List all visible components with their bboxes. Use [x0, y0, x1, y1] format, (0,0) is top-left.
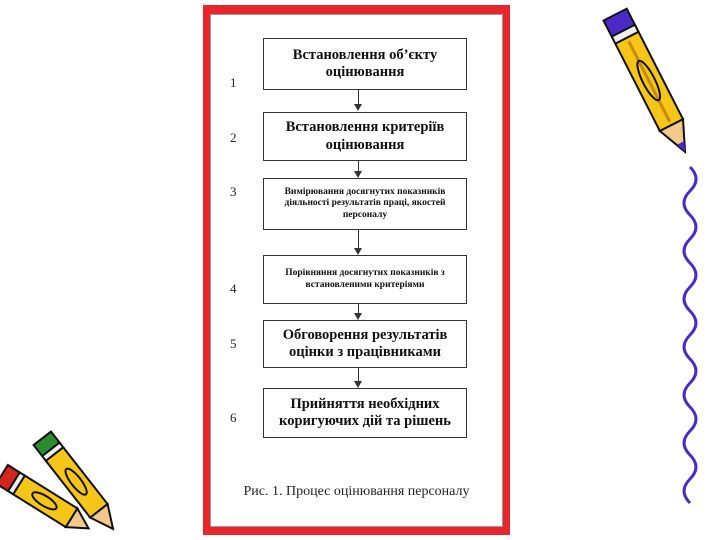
- step-label-4: Порівняння досягнутих показників з встан…: [285, 268, 445, 290]
- arrow-head-icon: [354, 171, 362, 178]
- pencil-icon: [602, 7, 687, 155]
- figure-caption: Рис. 1. Процес оцінювання персоналу: [243, 484, 470, 499]
- step-number-2: 2: [230, 130, 237, 145]
- step-label-3: Вимірювання досягнутих показників діяльн…: [284, 186, 446, 220]
- arrow-head-icon: [354, 104, 362, 111]
- step-label-5: Обговорення результатів оцінки з працівн…: [282, 326, 448, 360]
- arrow-head-icon: [354, 313, 362, 320]
- step-box-5: Обговорення результатів оцінки з працівн…: [263, 320, 467, 368]
- step-number-6: 6: [230, 410, 237, 425]
- arrow-3-4: [358, 230, 359, 248]
- step-number-1: 1: [230, 75, 237, 90]
- step-label-2: Встановлення критеріїв оцінювання: [285, 119, 445, 153]
- step-label-6: Прийняття необхідних коригуючих дій та р…: [279, 395, 451, 429]
- step-box-2: Встановлення критеріїв оцінювання: [263, 112, 467, 161]
- step-label-1: Встановлення об’єкту оцінювання: [292, 46, 438, 80]
- arrow-4-5: [358, 304, 359, 313]
- step-box-6: Прийняття необхідних коригуючих дій та р…: [263, 388, 467, 438]
- arrow-head-icon: [354, 248, 362, 255]
- pencil-icon: [0, 430, 115, 531]
- step-box-4: Порівняння досягнутих показників з встан…: [263, 255, 467, 304]
- step-number-4: 4: [230, 281, 237, 296]
- wavy-line-icon: [682, 165, 698, 505]
- step-box-1: Встановлення об’єкту оцінювання: [263, 38, 467, 90]
- step-number-5: 5: [230, 336, 237, 351]
- arrow-1-2: [358, 90, 359, 104]
- arrow-2-3: [358, 161, 359, 171]
- arrow-head-icon: [354, 381, 362, 388]
- step-number-3: 3: [230, 184, 237, 199]
- step-box-3: Вимірювання досягнутих показників діяльн…: [263, 178, 467, 230]
- arrow-5-6: [358, 368, 359, 381]
